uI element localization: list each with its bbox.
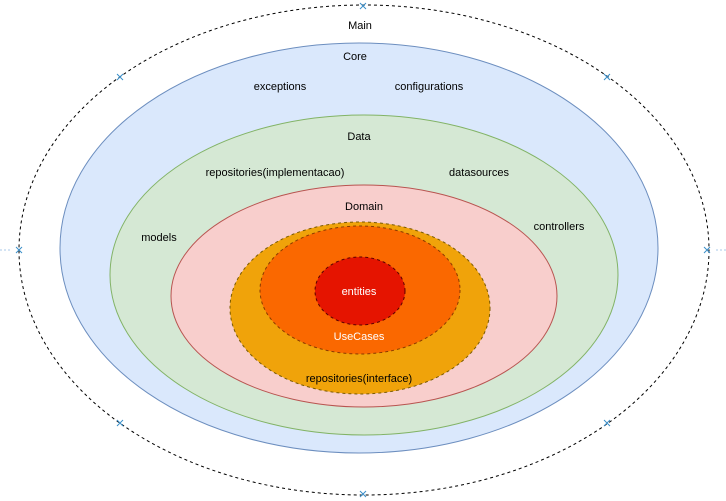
entities-label: entities <box>342 286 377 298</box>
handle-bottom-left-icon[interactable] <box>116 419 124 427</box>
handle-top-icon[interactable] <box>359 2 367 10</box>
handle-bottom-icon[interactable] <box>359 490 367 498</box>
domain-label: Domain <box>345 201 383 213</box>
core-label: Core <box>343 51 367 63</box>
handle-top-right-icon[interactable] <box>603 73 611 81</box>
handle-left-icon[interactable] <box>15 246 23 254</box>
controllers-label: controllers <box>534 221 585 233</box>
handle-bottom-right-icon[interactable] <box>603 419 611 427</box>
datasources-label: datasources <box>449 167 509 179</box>
handle-right-icon[interactable] <box>703 246 711 254</box>
usecases-label: UseCases <box>334 331 385 343</box>
exceptions-label: exceptions <box>254 81 307 93</box>
handle-top-left-icon[interactable] <box>116 73 124 81</box>
entities-layer[interactable] <box>314 256 406 326</box>
repositories-interface-label: repositories(interface) <box>306 373 412 385</box>
selection-handles <box>15 2 711 498</box>
main-label: Main <box>348 20 372 32</box>
repositories-implementacao-label: repositories(implementacao) <box>206 167 345 179</box>
configurations-label: configurations <box>395 81 464 93</box>
data-label: Data <box>347 131 371 143</box>
models-label: models <box>141 232 177 244</box>
